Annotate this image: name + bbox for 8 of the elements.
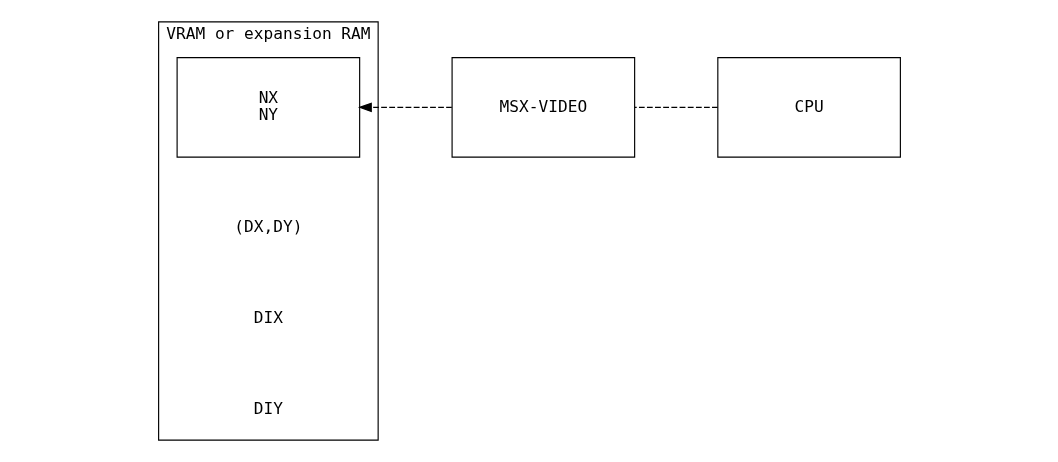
connector	[633, 106, 718, 108]
label: DIX	[253, 308, 283, 328]
node-box: MSX-VIDEO	[451, 57, 635, 158]
node-box: NX NY	[176, 57, 360, 158]
node-label: (DX,DY)	[233, 216, 302, 236]
arrow	[357, 102, 452, 113]
label: DIY	[253, 399, 283, 419]
node-box: CPU	[716, 57, 901, 158]
